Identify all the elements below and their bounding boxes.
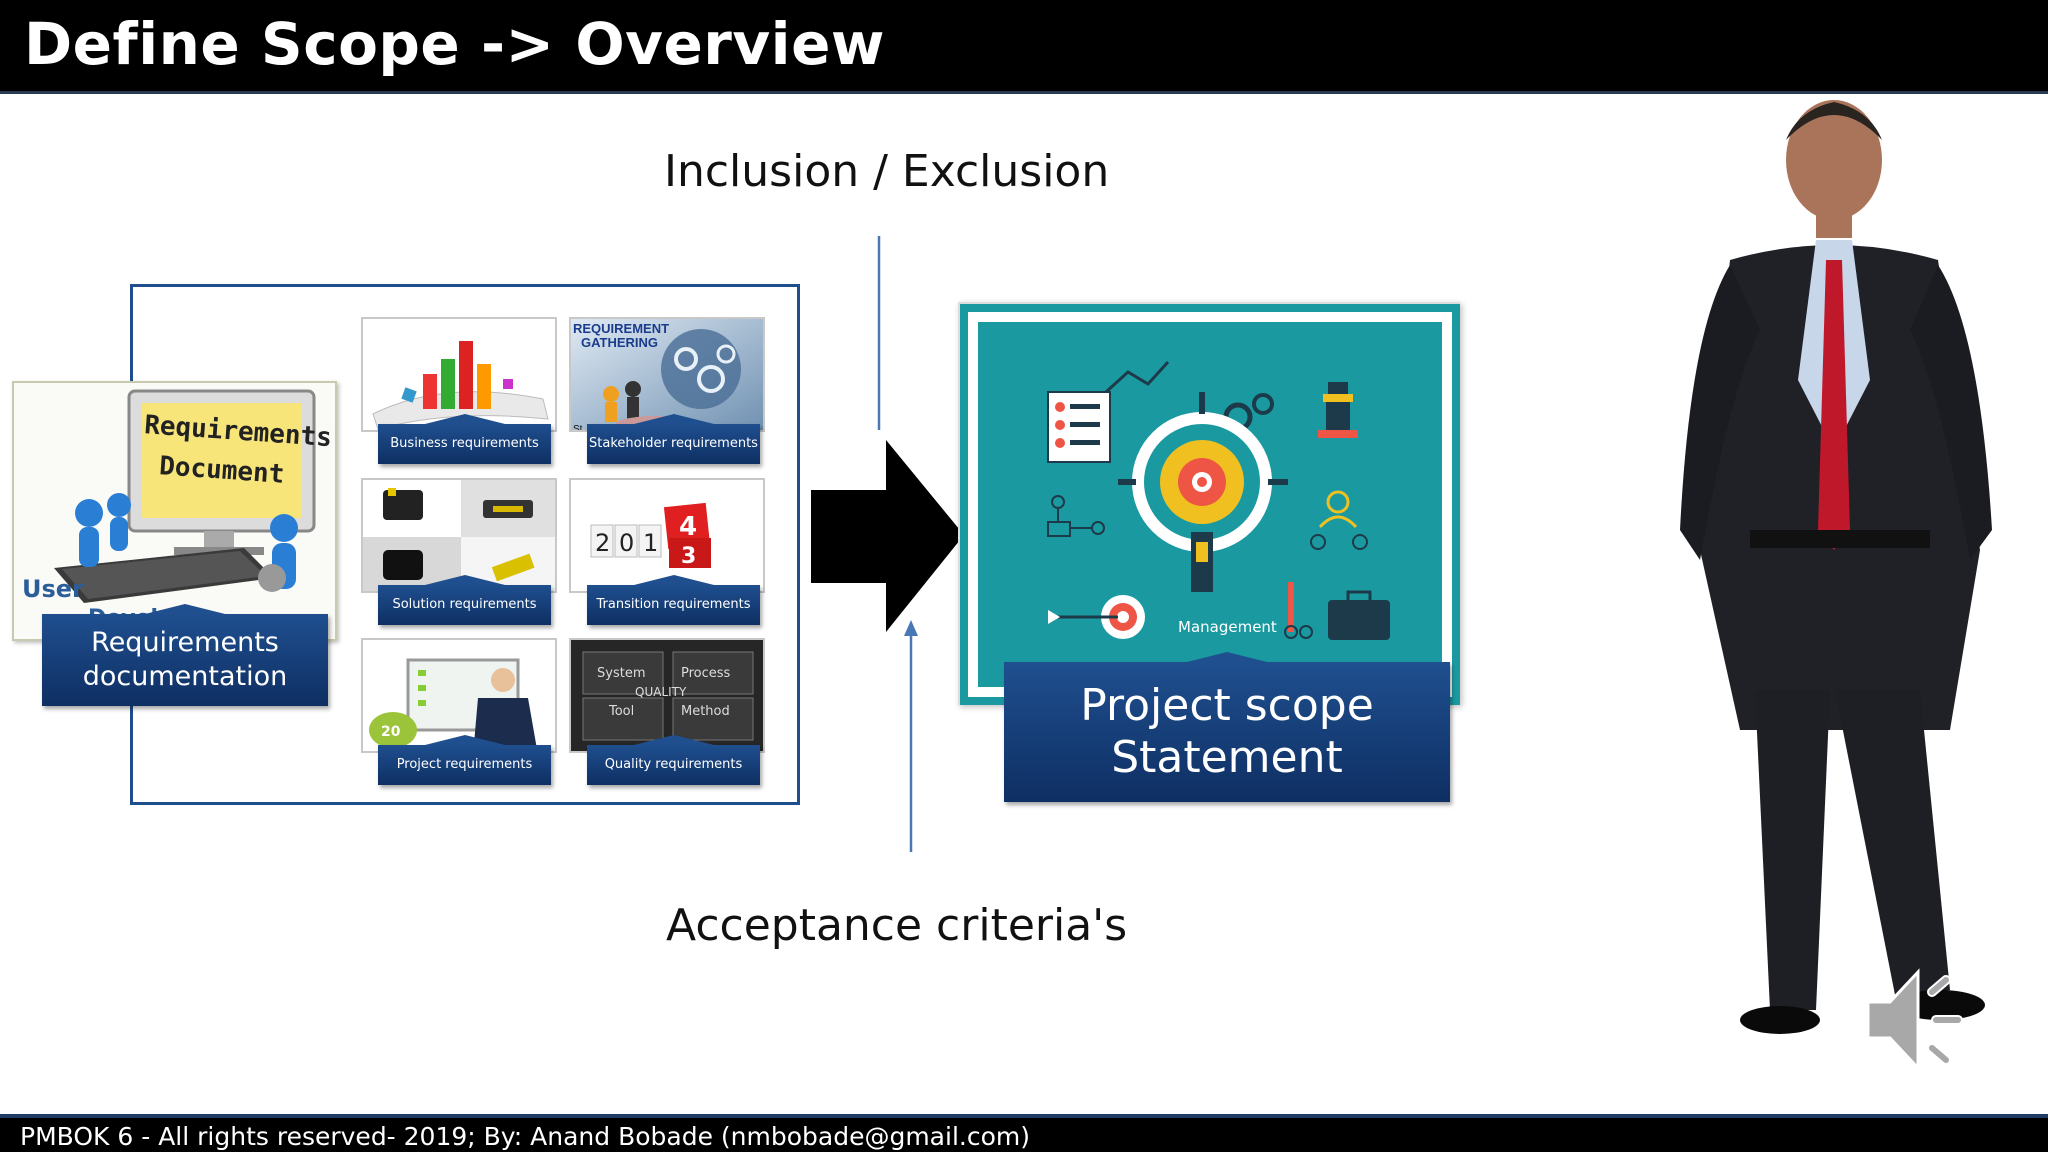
stakeholder-requirements-label: Stakeholder requirements <box>587 424 760 464</box>
svg-text:Tool: Tool <box>608 704 634 719</box>
project-requirements-label: Project requirements <box>378 745 551 785</box>
transition-requirements-thumbnail: 2 0 1 4 3 <box>569 478 765 593</box>
solution-requirements-label: Solution requirements <box>378 585 551 625</box>
svg-text:QUALITY: QUALITY <box>635 685 687 699</box>
svg-text:REQUIREMENT: REQUIREMENT <box>573 321 669 336</box>
svg-text:Process: Process <box>681 666 731 681</box>
project-scope-line2: Statement <box>1111 732 1343 783</box>
svg-text:User: User <box>22 575 84 603</box>
svg-text:4: 4 <box>679 512 697 542</box>
svg-text:St: St <box>573 424 583 432</box>
svg-text:2: 2 <box>595 529 610 557</box>
chart-graphic-icon <box>363 319 555 430</box>
requirements-documentation-label: Requirements documentation <box>42 614 328 706</box>
acceptance-arrow <box>904 620 918 852</box>
footer-bar: PMBOK 6 - All rights reserved- 2019; By:… <box>0 1114 2048 1152</box>
tools-photo-graphic <box>363 480 555 591</box>
quality-requirements-label: Quality requirements <box>587 745 760 785</box>
whiteboard-graphic: 20 <box>363 640 555 751</box>
svg-text:Management: Management <box>1178 618 1277 636</box>
svg-text:Method: Method <box>681 704 730 719</box>
year-blocks-graphic: 2 0 1 4 3 <box>571 480 763 591</box>
svg-text:20: 20 <box>381 724 401 740</box>
quality-diagram-graphic: System Process QUALITY Tool Method <box>571 640 763 751</box>
scope-management-graphic: Management <box>1047 360 1390 640</box>
process-arrow-icon <box>811 440 964 632</box>
title-bar: Define Scope -> Overview <box>0 0 2048 94</box>
project-scope-statement-label: Project scope Statement <box>1004 662 1450 802</box>
svg-text:1: 1 <box>643 529 658 557</box>
slide-title: Define Scope -> Overview <box>24 10 885 78</box>
footer-text: PMBOK 6 - All rights reserved- 2019; By:… <box>20 1122 1030 1151</box>
inclusion-exclusion-label: Inclusion / Exclusion <box>664 146 1110 197</box>
requirements-document-image: Requirements Document User Developer <box>12 381 337 641</box>
project-requirements-thumbnail: 20 <box>361 638 557 753</box>
svg-text:3: 3 <box>681 544 696 569</box>
requirements-documentation-line1: Requirements <box>91 627 279 658</box>
speaker-icon[interactable] <box>1860 960 1980 1080</box>
project-scope-line1: Project scope <box>1080 680 1374 731</box>
requirements-document-graphic: Requirements Document User Developer <box>14 383 335 639</box>
presenter-avatar <box>1680 100 1992 1034</box>
svg-text:0: 0 <box>619 529 634 557</box>
solution-requirements-thumbnail <box>361 478 557 593</box>
svg-text:GATHERING: GATHERING <box>581 335 658 350</box>
business-requirements-label: Business requirements <box>378 424 551 464</box>
transition-requirements-label: Transition requirements <box>587 585 760 625</box>
inclusion-arrow <box>877 236 881 430</box>
requirements-documentation-line2: documentation <box>82 661 288 692</box>
quality-requirements-thumbnail: System Process QUALITY Tool Method <box>569 638 765 753</box>
project-scope-image: Management <box>958 302 1460 705</box>
acceptance-criteria-label: Acceptance criteria's <box>666 900 1128 951</box>
svg-text:System: System <box>597 666 645 681</box>
requirement-gathering-graphic: REQUIREMENT GATHERING St <box>571 319 763 432</box>
business-requirements-thumbnail <box>361 317 557 432</box>
